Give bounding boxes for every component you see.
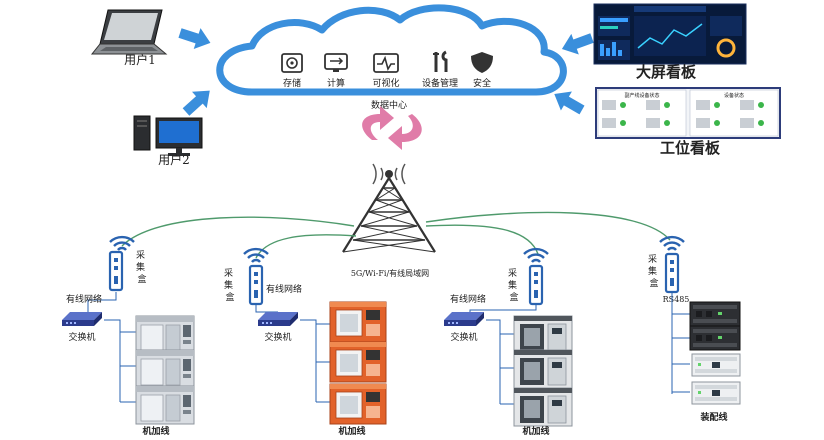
station-panel-title-2: 设备状态 xyxy=(724,92,744,99)
cnc-machine-icon xyxy=(513,315,573,355)
switch-icon xyxy=(62,312,102,326)
collector-char-1: 采 xyxy=(136,250,145,261)
collector-char-2: 集 xyxy=(508,279,517,291)
station-dashboard-label: 工位看板 xyxy=(660,139,721,157)
collector-label: 采 集 盒 xyxy=(224,268,236,303)
arrow-user1-to-cloud xyxy=(176,22,214,54)
switch-icon xyxy=(444,312,484,326)
collector-char-3: 盒 xyxy=(509,291,518,303)
sync-arrows-icon xyxy=(362,106,422,150)
cnc-machine-icon xyxy=(135,385,195,425)
line-label: 装配线 xyxy=(699,411,727,423)
cloud-service-labels: 存储 计算 可视化 设备管理 安全 xyxy=(283,77,491,89)
station-dashboard: 副产线设备状态 设备状态 xyxy=(595,87,781,139)
line-label: 机加线 xyxy=(338,425,365,437)
collector-label: 采 集 盒 xyxy=(508,268,520,303)
station-panel-title-1: 副产线设备状态 xyxy=(624,92,659,99)
collector-char-1: 采 xyxy=(508,268,517,279)
link-label: 有线网络 xyxy=(450,293,486,305)
branch-4: 采 集 盒 RS485 装配线 xyxy=(648,235,741,423)
plc-controller-icon xyxy=(689,301,741,327)
desktop-pc-icon xyxy=(133,115,203,156)
orange-cnc-machine-icon xyxy=(329,301,387,343)
collector-char-3: 盒 xyxy=(649,277,658,289)
collector-char-1: 采 xyxy=(648,254,657,265)
arrow-user2-to-cloud xyxy=(178,82,218,121)
laptop-icon xyxy=(90,9,168,55)
cnc-machine-icon xyxy=(513,349,573,389)
visualization-icon xyxy=(373,53,399,73)
service-label-device-management: 设备管理 xyxy=(422,77,458,89)
cloud-data-center xyxy=(216,4,567,96)
collector-box-icon xyxy=(108,250,124,292)
security-icon xyxy=(471,52,493,73)
link-label: RS485 xyxy=(663,295,690,304)
orange-cnc-machine-icon xyxy=(329,341,387,383)
wifi-icon xyxy=(658,235,686,252)
service-label-compute: 计算 xyxy=(327,77,345,89)
device-management-icon xyxy=(433,50,448,72)
user1-label: 用户1 xyxy=(124,52,156,67)
collector-char-2: 集 xyxy=(224,279,233,291)
collector-box-icon xyxy=(664,252,680,294)
switch-label: 交换机 xyxy=(68,331,95,343)
collector-char-3: 盒 xyxy=(137,273,146,285)
network-tower-icon xyxy=(342,163,436,253)
service-label-storage: 存储 xyxy=(283,77,301,89)
data-center-label: 数据中心 xyxy=(371,99,407,111)
collector-box-icon xyxy=(248,264,264,306)
collector-box-icon xyxy=(528,264,544,306)
service-label-visualization: 可视化 xyxy=(372,77,399,89)
compute-icon xyxy=(324,53,348,72)
cnc-machine-icon xyxy=(135,349,195,389)
branch-3: 采 集 盒 有线网络 交换机 机加线 xyxy=(444,247,573,437)
plc-module-icon xyxy=(691,353,741,377)
big-screen-dashboard xyxy=(593,3,747,65)
collector-label: 采 集 盒 xyxy=(136,250,148,285)
branch-2: 采 集 盒 有线网络 交换机 机加线 xyxy=(224,247,387,437)
plc-controller-icon xyxy=(689,325,741,351)
collector-char-2: 集 xyxy=(136,261,145,273)
collector-char-3: 盒 xyxy=(225,291,234,303)
arrow-bigscreen-to-cloud xyxy=(558,27,596,60)
link-label: 有线网络 xyxy=(66,293,102,305)
big-screen-dashboard-label: 大屏看板 xyxy=(636,63,697,81)
branch-1: 采 集 盒 有线网络 交换机 机加线 xyxy=(62,235,195,437)
switch-label: 交换机 xyxy=(264,331,291,343)
collector-char-2: 集 xyxy=(648,265,657,277)
wifi-icon xyxy=(108,235,136,252)
storage-icon xyxy=(281,53,303,73)
cnc-machine-icon xyxy=(135,315,195,355)
link-label: 有线网络 xyxy=(266,283,302,295)
line-label: 机加线 xyxy=(142,425,169,437)
line-label: 机加线 xyxy=(522,425,549,437)
tower-label: 5G/Wi-Fi/有线局域网 xyxy=(351,268,429,278)
service-label-security: 安全 xyxy=(473,77,491,89)
collector-char-1: 采 xyxy=(224,268,233,279)
wireless-links xyxy=(121,211,671,259)
switch-label: 交换机 xyxy=(450,331,477,343)
plc-module-icon xyxy=(691,381,741,405)
user2-label: 用户2 xyxy=(158,152,190,167)
wifi-icon xyxy=(242,247,270,264)
collector-label: 采 集 盒 xyxy=(648,254,660,289)
switch-icon xyxy=(258,312,298,326)
cnc-machine-icon xyxy=(513,387,573,427)
orange-cnc-machine-icon xyxy=(329,383,387,425)
